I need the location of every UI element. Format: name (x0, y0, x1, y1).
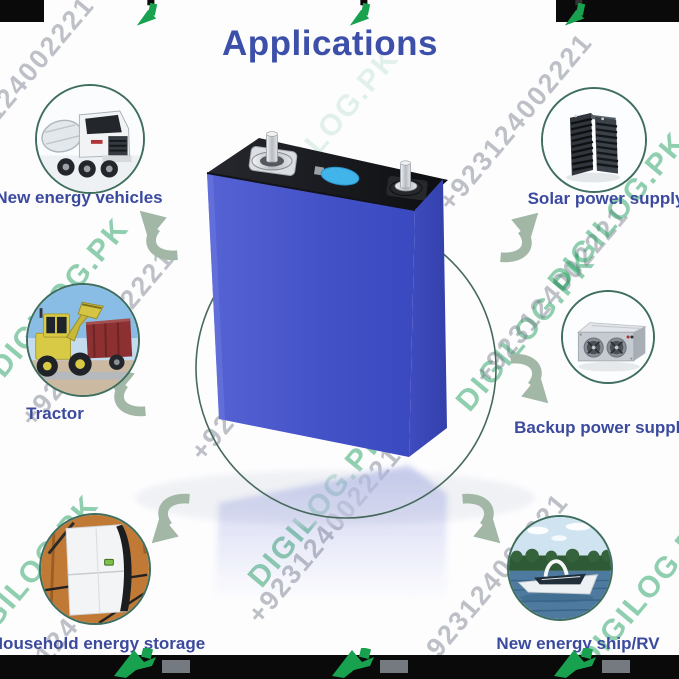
page-title: Applications (221, 24, 439, 63)
digilog-arrow-icon (563, 0, 593, 30)
app-circle-tractor (26, 283, 140, 397)
arrow-to-backup-power-supply (498, 352, 556, 410)
mixer-truck-photo (37, 86, 143, 192)
top-left-corner-bar (0, 0, 44, 22)
arrow-to-solar-power-supply (488, 206, 546, 264)
watermark-fragment (162, 660, 190, 673)
app-circle-new-energy-ship-rv (507, 515, 613, 621)
app-label-solar-power-supply: Solar power supply (527, 189, 679, 208)
digilog-arrow-icon (330, 646, 376, 679)
app-label-tractor: Tractor (26, 404, 84, 423)
app-circle-new-energy-vehicles (35, 84, 145, 194)
digilog-arrow-icon (348, 0, 378, 30)
terminal-post-right (386, 160, 428, 201)
app-circle-household-energy-storage (39, 513, 151, 625)
app-label-new-energy-ship-rv: New energy ship/RV (496, 634, 660, 653)
app-label-backup-power-supply: Backup power supply (514, 418, 679, 437)
terminal-post-left (248, 131, 298, 176)
vent-valve-icon (313, 166, 360, 186)
digilog-arrow-icon (135, 0, 165, 30)
power-supply-unit-photo (563, 292, 653, 382)
battery-cell (206, 131, 448, 457)
electric-boat-photo (509, 517, 611, 619)
arrow-to-household-energy-storage (144, 492, 202, 550)
arrow-to-new-energy-vehicles (132, 204, 190, 262)
battery-reflection (210, 465, 447, 679)
watermark-fragment (602, 660, 630, 673)
app-label-new-energy-vehicles: New energy vehicles (0, 188, 163, 207)
digilog-arrow-icon (552, 646, 598, 679)
arrow-to-new-energy-ship-rv (450, 492, 508, 550)
solar-rack-photo (543, 89, 645, 191)
wheel-loader-photo (28, 285, 138, 395)
digilog-arrow-icon (112, 646, 158, 679)
top-right-corner-bar (556, 0, 679, 22)
home-battery-photo (41, 515, 149, 623)
watermark-fragment (380, 660, 408, 673)
app-circle-backup-power-supply (561, 290, 655, 384)
app-label-household-energy-storage: Household energy storage (0, 634, 206, 653)
app-circle-solar-power-supply (541, 87, 647, 193)
